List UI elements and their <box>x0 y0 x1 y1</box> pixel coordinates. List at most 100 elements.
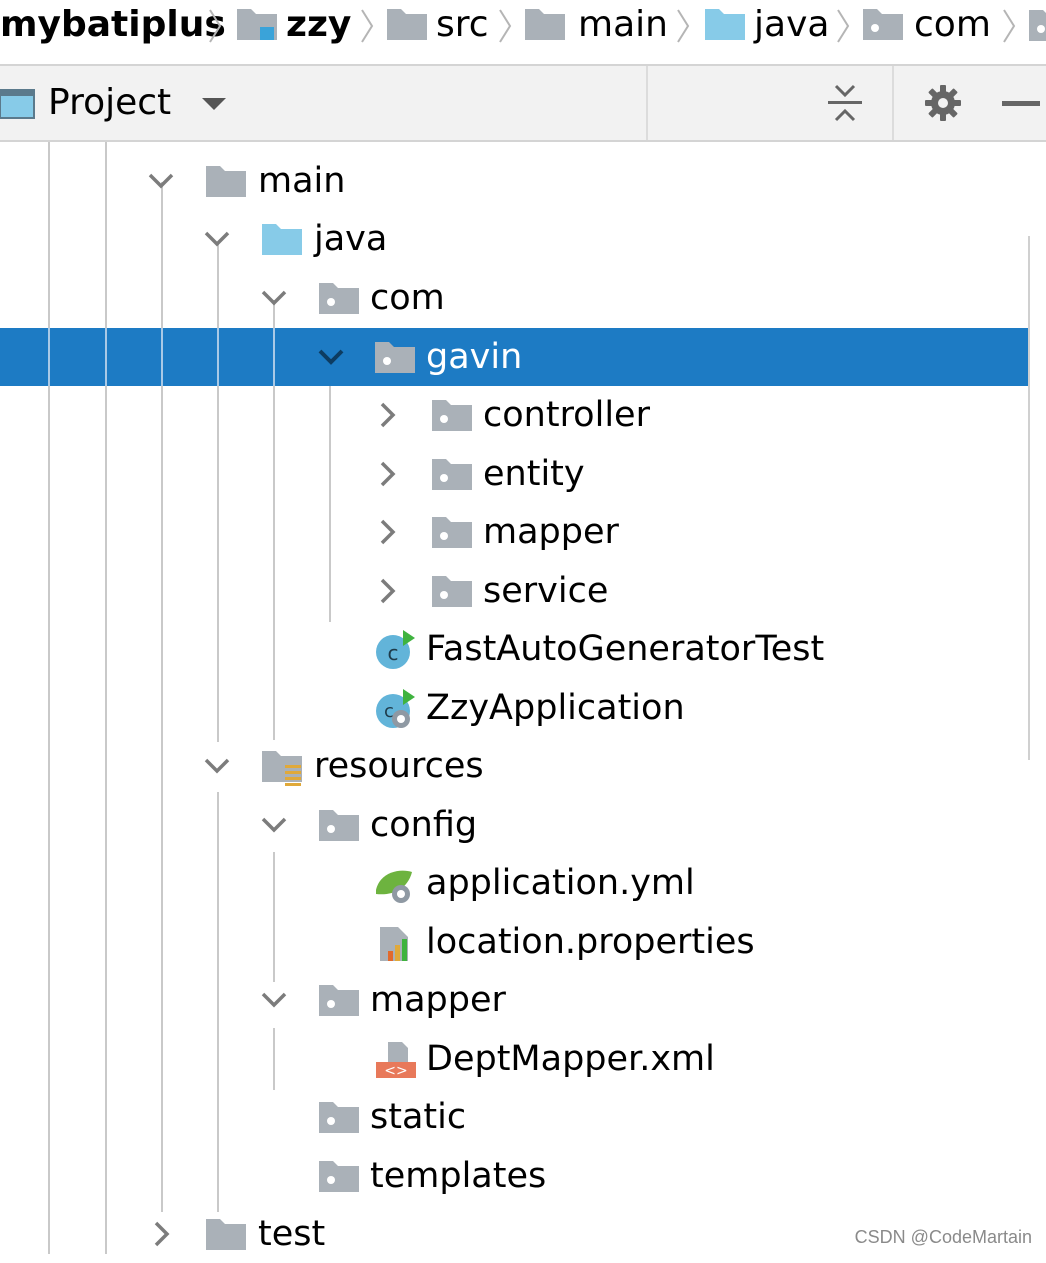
tree-node-label: resources <box>314 746 484 786</box>
chevron-right-icon <box>677 9 690 43</box>
tree-guide-line <box>161 182 163 1212</box>
project-toolbar: Project <box>0 66 1046 142</box>
tree-guide-line <box>217 328 219 386</box>
tree-guide-line <box>217 242 219 742</box>
tree-node-label: gavin <box>426 337 523 377</box>
chevron-right-icon <box>499 9 512 43</box>
spring-yml-icon <box>374 864 416 904</box>
tree-node-service[interactable]: service <box>0 562 1046 620</box>
folder-icon <box>205 162 247 202</box>
tree-node-label: application.yml <box>426 863 695 903</box>
tree-node-zzyapplication[interactable]: ZzyApplication <box>0 679 1046 737</box>
package-icon <box>431 396 473 436</box>
chevron-right-icon[interactable] <box>372 517 402 547</box>
java-class-icon <box>374 630 416 670</box>
breadcrumb-item-java[interactable]: java <box>704 0 829 50</box>
chevron-right-icon[interactable] <box>372 576 402 606</box>
tree-node-label: FastAutoGeneratorTest <box>426 629 825 669</box>
tree-guide-line <box>273 852 275 982</box>
tree-node-entity[interactable]: entity <box>0 445 1046 503</box>
breadcrumb-label: mybatiplus <box>0 4 226 45</box>
chevron-down-icon[interactable] <box>259 810 289 840</box>
tree-node-label: templates <box>370 1156 547 1196</box>
package-icon <box>318 1157 360 1197</box>
tree-guide-line <box>105 328 107 386</box>
package-icon <box>431 513 473 553</box>
breadcrumb-item-src[interactable]: src <box>386 0 489 50</box>
package-icon <box>318 1098 360 1138</box>
breadcrumb-label: main <box>578 4 668 45</box>
vertical-scrollbar[interactable] <box>1028 236 1046 760</box>
toolbar-divider <box>646 66 648 140</box>
chevron-right-icon[interactable] <box>146 1219 176 1249</box>
tree-node-test[interactable]: test <box>0 1205 1046 1263</box>
tree-node-mapper-folder[interactable]: mapper <box>0 971 1046 1029</box>
tree-node-java[interactable]: java <box>0 210 1046 268</box>
breadcrumb-label: src <box>436 4 489 45</box>
tree-guide-line <box>48 328 50 386</box>
chevron-right-icon <box>837 9 850 43</box>
chevron-down-icon[interactable] <box>146 166 176 196</box>
tree-node-label: test <box>258 1214 326 1254</box>
package-icon <box>318 806 360 846</box>
package-icon <box>431 455 473 495</box>
module-folder-icon <box>237 9 277 40</box>
tree-node-application-yml[interactable]: application.yml <box>0 854 1046 912</box>
chevron-right-icon <box>1003 9 1016 43</box>
tree-node-deptmapper-xml[interactable]: DeptMapper.xml <box>0 1030 1046 1088</box>
tree-guide-line <box>217 792 219 1212</box>
tree-node-static[interactable]: static <box>0 1088 1046 1146</box>
tree-node-mapper-package[interactable]: mapper <box>0 503 1046 561</box>
chevron-right-icon[interactable] <box>372 400 402 430</box>
tree-node-templates[interactable]: templates <box>0 1147 1046 1205</box>
tree-guide-line <box>329 386 331 622</box>
package-icon <box>431 572 473 612</box>
properties-file-icon <box>374 923 416 963</box>
tree-node-label: mapper <box>370 980 506 1020</box>
tree-guide-line <box>273 1028 275 1090</box>
package-icon <box>318 279 360 319</box>
source-folder-icon <box>261 220 303 260</box>
tree-node-controller[interactable]: controller <box>0 386 1046 444</box>
spring-boot-class-icon <box>374 689 416 729</box>
tree-node-fastautogeneratortest[interactable]: FastAutoGeneratorTest <box>0 620 1046 678</box>
package-icon <box>374 338 416 378</box>
tree-node-resources[interactable]: resources <box>0 737 1046 795</box>
breadcrumb-item-project[interactable]: mybatiplus <box>0 0 226 50</box>
tree-node-label: DeptMapper.xml <box>426 1039 715 1079</box>
chevron-right-icon[interactable] <box>372 459 402 489</box>
breadcrumb-label: java <box>754 4 830 45</box>
breadcrumb-item-main[interactable]: main <box>524 0 668 50</box>
chevron-down-icon[interactable] <box>259 985 289 1015</box>
breadcrumb-item-com[interactable]: com <box>862 0 991 50</box>
tree-node-location-properties[interactable]: location.properties <box>0 913 1046 971</box>
tree-node-label: location.properties <box>426 922 755 962</box>
tree-node-gavin[interactable]: gavin <box>0 328 1046 386</box>
tree-node-config[interactable]: config <box>0 796 1046 854</box>
tree-node-main[interactable]: main <box>0 152 1046 210</box>
toolbar-divider <box>892 66 894 140</box>
collapse-all-icon[interactable] <box>826 84 864 122</box>
project-view-label: Project <box>48 82 172 123</box>
project-tree: main java com gavin controller entity <box>0 142 1046 1254</box>
tree-node-label: ZzyApplication <box>426 688 685 728</box>
chevron-down-icon[interactable] <box>316 342 346 372</box>
folder-icon <box>386 5 428 45</box>
tree-guide-line <box>105 142 107 1254</box>
tree-node-label: java <box>314 219 388 259</box>
chevron-right-icon <box>209 9 222 43</box>
source-folder-icon <box>704 5 746 45</box>
tree-guide-line <box>161 328 163 386</box>
chevron-down-icon[interactable] <box>259 283 289 313</box>
chevron-down-icon[interactable] <box>202 751 232 781</box>
tree-node-label: controller <box>483 395 650 435</box>
folder-icon <box>205 1215 247 1255</box>
gear-icon[interactable] <box>924 84 962 122</box>
package-icon <box>862 5 904 45</box>
chevron-down-icon[interactable] <box>202 224 232 254</box>
hide-panel-icon[interactable] <box>1002 100 1042 108</box>
tree-node-com[interactable]: com <box>0 269 1046 327</box>
project-view-selector[interactable]: Project <box>48 80 227 126</box>
chevron-down-icon <box>201 98 226 110</box>
breadcrumb-item-module[interactable]: zzy <box>236 0 351 50</box>
